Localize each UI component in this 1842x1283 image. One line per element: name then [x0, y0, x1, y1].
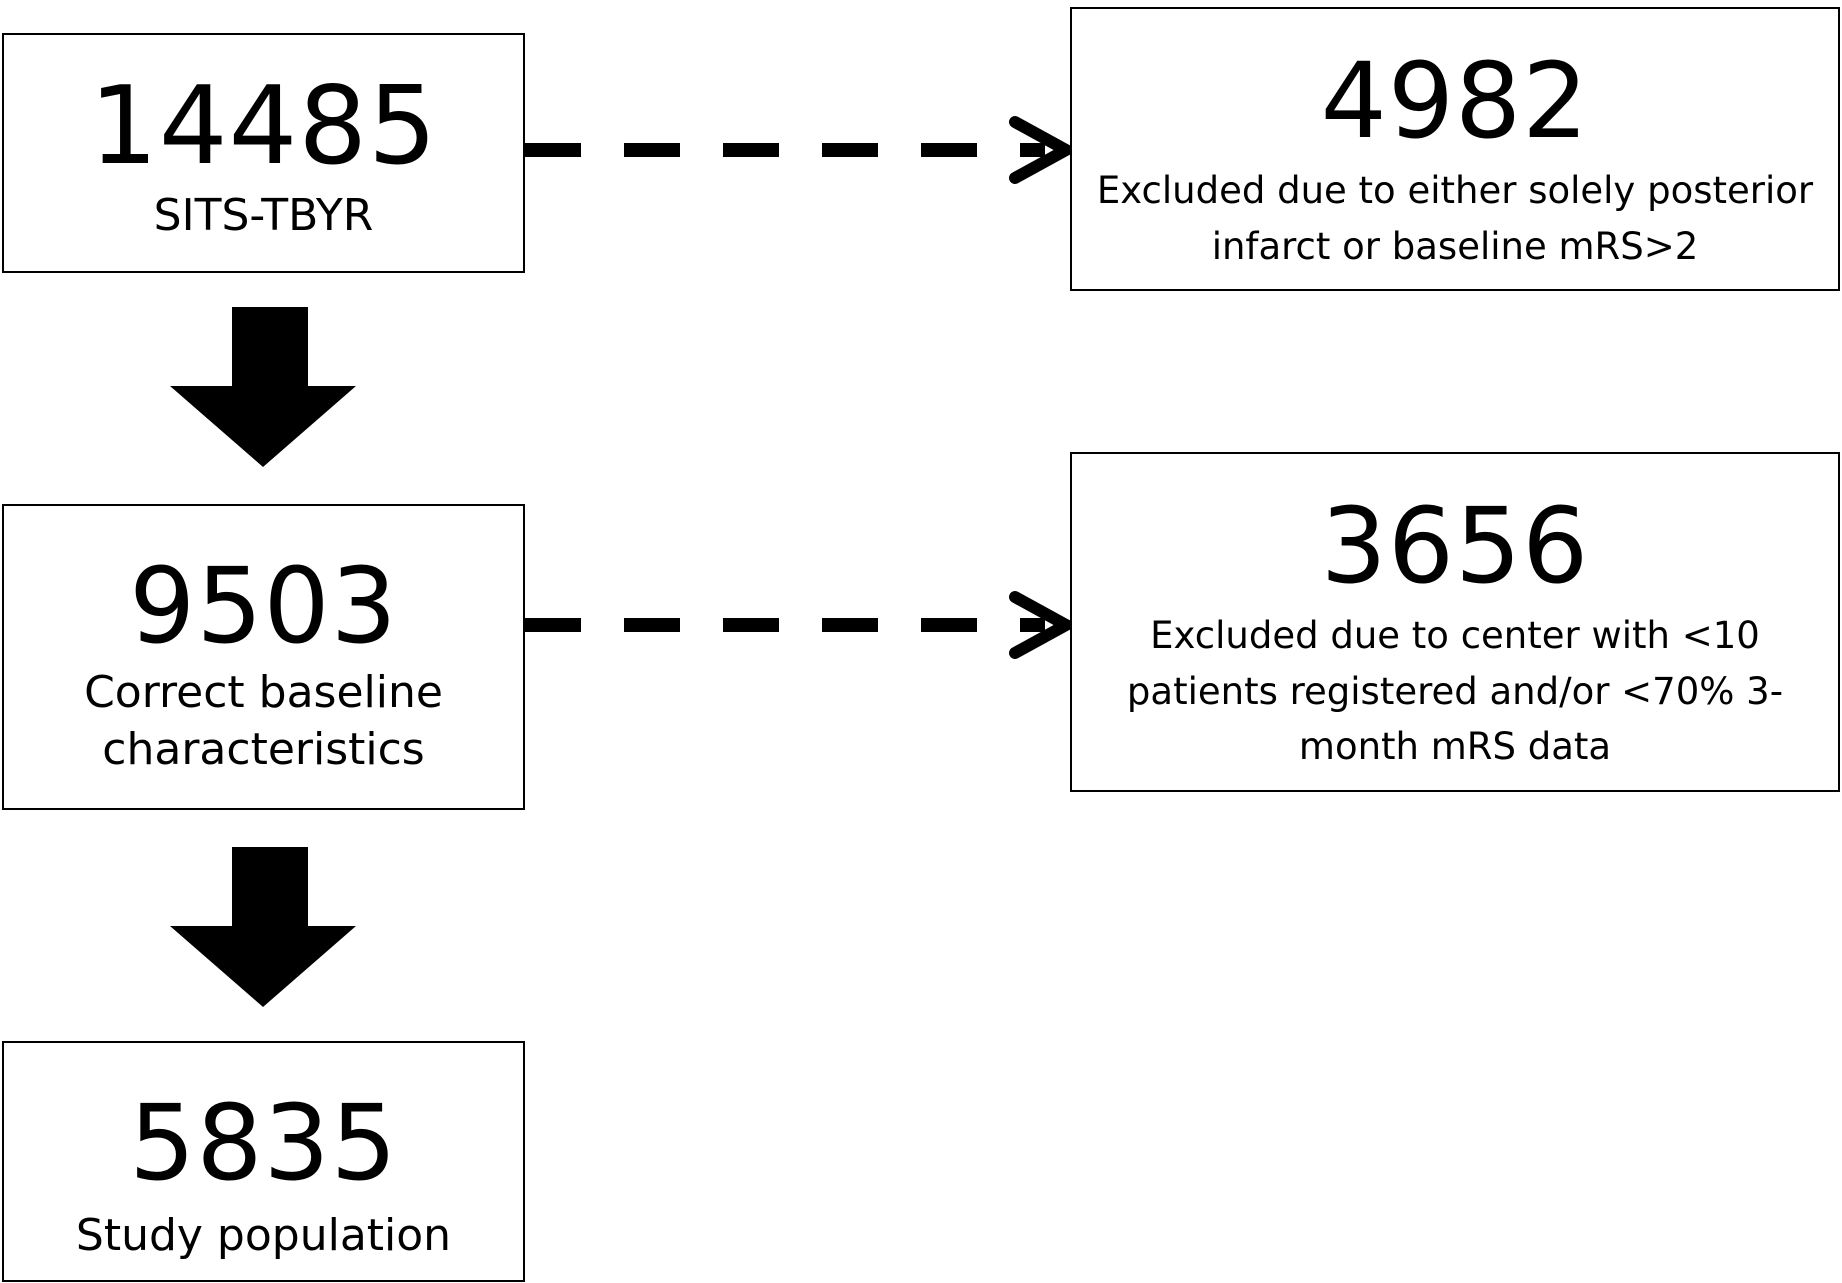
box-count: 4982: [1320, 40, 1590, 162]
box-label: Excluded due to center with <10 patients…: [1126, 614, 1784, 768]
down-arrow-1: [170, 307, 356, 467]
box-sits-tbyr: 14485 SITS-TBYR: [2, 33, 525, 273]
box-count: 3656: [1320, 485, 1590, 607]
box-study-population: 5835 Study population: [2, 1041, 525, 1282]
box-count: 9503: [129, 545, 398, 667]
dashed-arrow-1-head: [1009, 116, 1079, 184]
box-label: Study population: [75, 1210, 452, 1261]
box-exclusion-center: 3656 Excluded due to center with <10 pat…: [1070, 452, 1840, 792]
box-label: SITS-TBYR: [153, 190, 374, 241]
box-count: 14485: [89, 64, 438, 189]
dashed-arrow-2-head: [1009, 591, 1079, 659]
box-label: Correct baseline characteristics: [84, 667, 443, 776]
box-exclusion-posterior: 4982 Excluded due to either solely poste…: [1070, 7, 1840, 291]
box-correct-baseline: 9503 Correct baseline characteristics: [2, 504, 525, 810]
box-label: Excluded due to either solely posterior …: [1096, 169, 1814, 268]
down-arrow-2: [170, 847, 356, 1007]
box-count: 5835: [129, 1082, 398, 1204]
